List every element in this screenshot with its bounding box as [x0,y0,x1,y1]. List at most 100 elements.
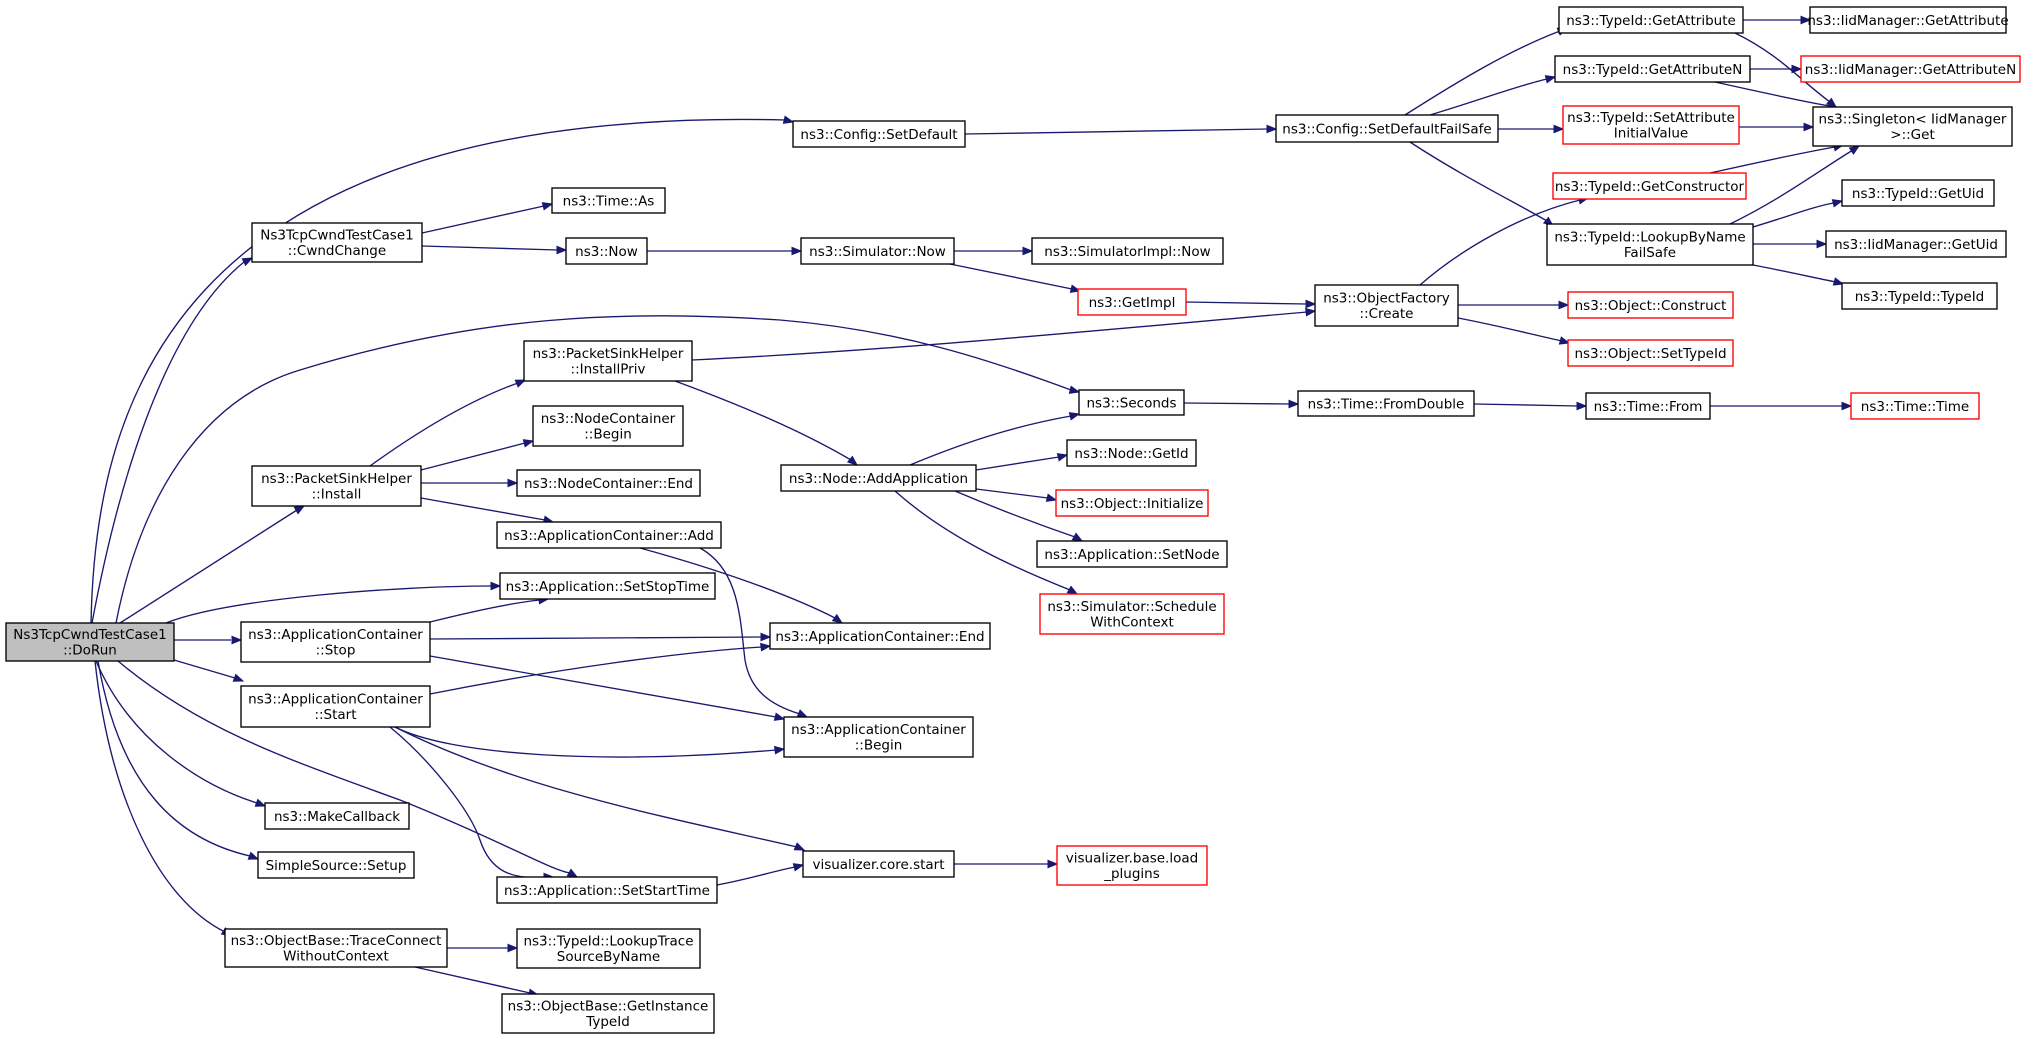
edge-line [1752,202,1835,228]
node-typeid-typeid[interactable]: ns3::TypeId::TypeId [1841,282,1998,310]
edge-line [1183,402,1291,405]
arrowhead-icon [1266,124,1278,134]
node-packetsink-installpriv[interactable]: ns3::PacketSinkHelper::InstallPriv [523,340,693,382]
node-label: ns3::Now [575,244,638,260]
edge-line [1185,301,1308,305]
arrowhead-icon [1288,399,1300,409]
call-edge-appcontainer_start-to-visualizer_start [394,726,806,851]
node-iid-getattribute[interactable]: ns3::IidManager::GetAttribute [1807,6,2009,34]
node-label: ns3::Node::GetId [1074,446,1188,462]
node-appcontainer-begin[interactable]: ns3::ApplicationContainer::Begin [783,716,974,758]
node-node-getid[interactable]: ns3::Node::GetId [1066,439,1197,467]
node-box [264,802,410,830]
node-box [1825,230,2007,258]
node-label: ns3::Simulator::Schedule [1047,599,1216,615]
node-box [1546,223,1754,266]
node-appcontainer-end[interactable]: ns3::ApplicationContainer::End [769,622,991,650]
node-dorun[interactable]: Ns3TcpCwndTestCase1::DoRun [5,622,175,662]
arrowhead-icon [556,245,568,255]
node-appcontainer-start[interactable]: ns3::ApplicationContainer::Start [240,685,431,728]
edge-line [1729,149,1854,225]
node-label: ::Install [312,487,362,503]
edge-line [964,128,1269,135]
arrowhead-icon [1848,145,1861,155]
node-simulator-now[interactable]: ns3::Simulator::Now [800,237,955,265]
arrowhead-icon [846,455,859,466]
node-time-time[interactable]: ns3::Time::Time [1850,392,1980,420]
node-object-settypeid[interactable]: ns3::Object::SetTypeId [1567,339,1734,367]
node-typeid-getconstructor[interactable]: ns3::TypeId::GetConstructor [1552,172,1747,200]
node-traceconnect[interactable]: ns3::ObjectBase::TraceConnectWithoutCont… [224,928,448,968]
node-appcontainer-add[interactable]: ns3::ApplicationContainer::Add [496,521,722,549]
node-visualizer-loadplugins[interactable]: visualizer.base.load_plugins [1056,845,1208,886]
node-box [240,685,431,728]
node-box [1841,282,1998,310]
node-box [1039,593,1225,635]
node-time-from[interactable]: ns3::Time::From [1585,392,1711,420]
edge-line [394,726,798,848]
node-simulatorimpl-now[interactable]: ns3::SimulatorImpl::Now [1031,237,1224,265]
node-label: ns3::Application::SetStopTime [506,579,710,595]
arrowhead-icon [1071,532,1084,542]
node-objectfactory-create[interactable]: ns3::ObjectFactory::Create [1314,284,1459,327]
node-typeid-getattributen[interactable]: ns3::TypeId::GetAttributeN [1554,55,1751,83]
node-simplesource-setup[interactable]: SimpleSource::Setup [257,851,415,879]
node-now[interactable]: ns3::Now [565,237,648,265]
node-seconds[interactable]: ns3::Seconds [1078,389,1185,416]
node-iid-getuid[interactable]: ns3::IidManager::GetUid [1825,230,2007,258]
node-label: ns3::Application::SetNode [1044,547,1219,563]
node-application-setnode[interactable]: ns3::Application::SetNode [1036,540,1228,568]
node-node-addapplication[interactable]: ns3::Node::AddApplication [780,464,977,492]
node-singleton-get[interactable]: ns3::Singleton< IidManager>::Get [1812,106,2013,147]
node-box [1567,339,1734,367]
node-label: ::Begin [855,738,903,754]
arrowhead-icon [1022,246,1034,256]
node-cwndchange[interactable]: Ns3TcpCwndTestCase1::CwndChange [251,222,423,263]
call-edge-objectfactory_create-to-object_settypeid [1457,317,1571,345]
node-time-fromdouble[interactable]: ns3::Time::FromDouble [1297,390,1475,417]
node-packetsink-install[interactable]: ns3::PacketSinkHelper::Install [251,465,422,507]
node-nodecontainer-end[interactable]: ns3::NodeContainer::End [516,469,701,497]
arrowhead-icon [247,851,260,860]
node-makecallback[interactable]: ns3::MakeCallback [264,802,410,830]
node-label: SourceByName [557,949,660,965]
edge-line [1709,146,1836,174]
arrowhead-icon [293,505,306,515]
node-box [1078,389,1185,416]
node-application-setstoptime[interactable]: ns3::Application::SetStopTime [499,572,716,600]
node-time-as[interactable]: ns3::Time::As [551,187,666,214]
node-label: ::InstallPriv [571,362,646,378]
node-config-setdefaultfailsafe[interactable]: ns3::Config::SetDefaultFailSafe [1275,114,1499,143]
edge-line [954,490,1076,538]
edge-line [420,442,526,471]
edge-line [699,547,801,715]
edge-line [1457,317,1563,342]
call-edge-config_setdefaultfailsafe-to-typeid_setattrinit [1498,124,1565,134]
arrowhead-icon [831,613,844,624]
call-edge-traceconnect-to-getinstancetypeid [414,966,540,997]
node-visualizer-start[interactable]: visualizer.core.start [802,850,955,878]
node-config-setdefault[interactable]: ns3::Config::SetDefault [792,120,966,148]
node-label: >::Get [1890,127,1934,143]
call-edge-dorun-to-appcontainer_stop [174,635,243,645]
call-edge-dorun-to-simplesource_setup [97,660,260,860]
node-typeid-getattribute[interactable]: ns3::TypeId::GetAttribute [1558,6,1744,34]
node-box [780,464,977,492]
node-iid-getattributen[interactable]: ns3::IidManager::GetAttributeN [1800,55,2021,83]
node-object-initialize[interactable]: ns3::Object::Initialize [1055,489,1209,517]
edge-line [421,245,559,251]
edge-line [117,660,571,874]
node-getimpl[interactable]: ns3::GetImpl [1077,288,1187,316]
node-label: ns3::Config::SetDefault [800,127,957,143]
node-appcontainer-stop[interactable]: ns3::ApplicationContainer::Stop [240,621,431,663]
node-object-construct[interactable]: ns3::Object::Construct [1567,291,1734,319]
node-application-setstarttime[interactable]: ns3::Application::SetStartTime [496,876,718,904]
node-nodecontainer-begin[interactable]: ns3::NodeContainer::Begin [532,405,684,447]
arrowhead-icon [1576,401,1588,411]
node-typeid-getuid[interactable]: ns3::TypeId::GetUid [1841,179,1995,207]
